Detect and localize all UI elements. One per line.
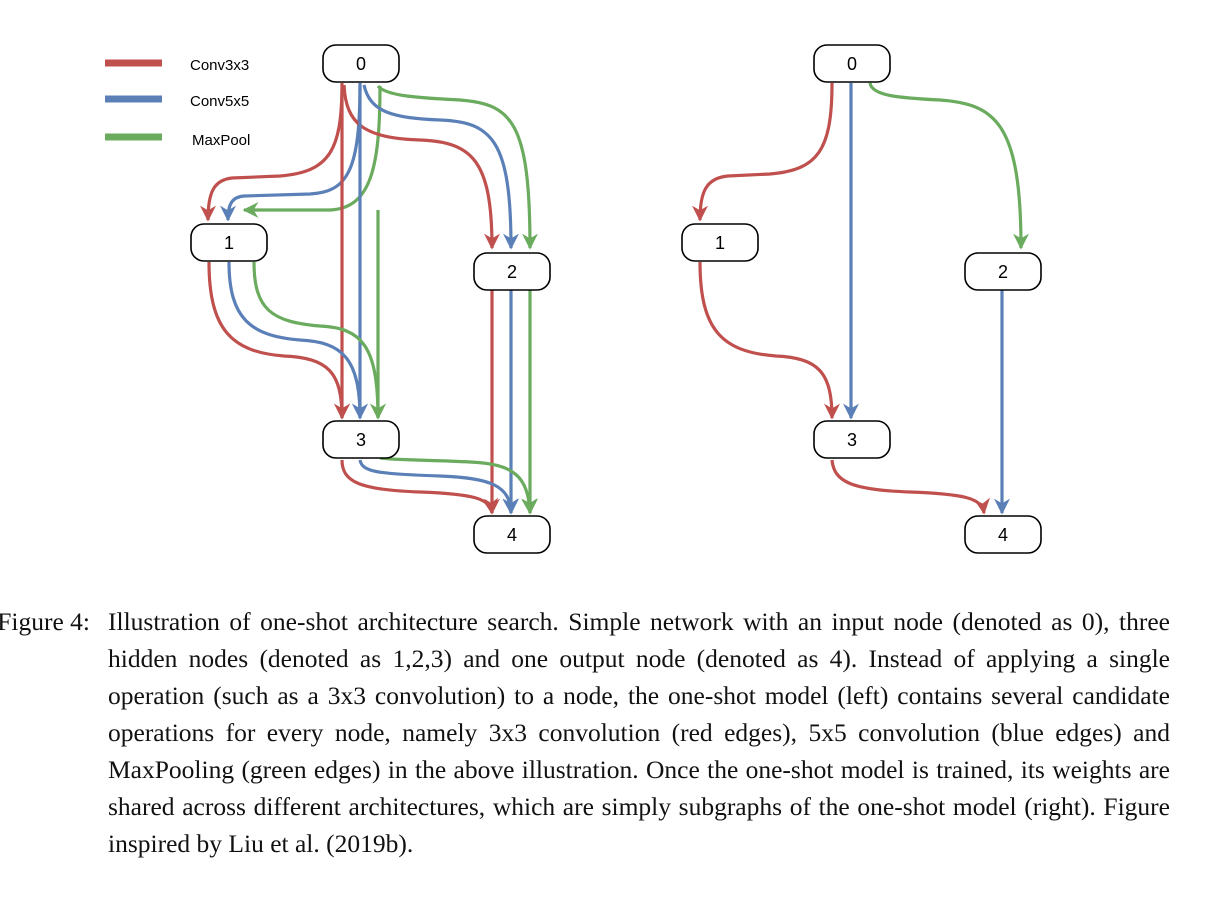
right-node-1: 1 (681, 223, 759, 262)
legend-item-conv3x3: Conv3x3 (105, 57, 249, 74)
edge-0-2-conv5x5 (362, 84, 519, 250)
edge-1-3-maxpool (252, 261, 386, 420)
left-node-4: 4 (473, 515, 551, 554)
caption-label: Figure 4: (0, 607, 90, 636)
right-node-0: 0 (813, 44, 891, 83)
svg-text:3: 3 (847, 430, 857, 450)
left-node-2: 2 (473, 252, 551, 291)
left-graph-nodes: 0 1 2 3 4 (190, 44, 551, 554)
left-graph-edges (200, 82, 538, 515)
figure-svg: Conv3x3 Conv5x5 MaxPool (105, 44, 1042, 554)
figure: Conv3x3 Conv5x5 MaxPool (105, 44, 1042, 554)
right-node-2: 2 (964, 252, 1042, 291)
svg-text:1: 1 (715, 233, 725, 253)
right-node-4: 4 (964, 515, 1042, 554)
edge-r-0-2-maxpool (868, 82, 1029, 250)
edge-r-3-4-conv3x3 (830, 459, 991, 515)
right-node-3: 3 (813, 420, 891, 459)
edge-r-0-1-conv3x3 (692, 82, 834, 222)
edge-1-3-conv3x3 (207, 261, 350, 420)
caption-text: Illustration of one-shot architecture se… (108, 607, 1170, 858)
legend: Conv3x3 Conv5x5 MaxPool (105, 57, 250, 149)
legend-label-conv5x5: Conv5x5 (190, 93, 249, 110)
left-node-0: 0 (322, 44, 400, 83)
right-graph-edges (692, 82, 1029, 515)
figure-caption: Figure 4: Illustration of one-shot archi… (0, 603, 1170, 862)
svg-text:3: 3 (356, 430, 366, 450)
edge-3-4-conv5x5 (358, 459, 519, 515)
left-node-1: 1 (190, 223, 268, 262)
legend-item-maxpool: MaxPool (105, 132, 250, 149)
edge-r-1-3-conv3x3 (698, 261, 840, 420)
svg-text:0: 0 (847, 54, 857, 74)
edge-0-1-maxpool (242, 85, 382, 218)
svg-text:4: 4 (507, 525, 517, 545)
edge-0-1-conv5x5 (220, 82, 362, 222)
right-graph-nodes: 0 1 2 3 4 (681, 44, 1042, 554)
legend-label-maxpool: MaxPool (192, 132, 250, 149)
legend-item-conv5x5: Conv5x5 (105, 93, 249, 110)
edge-3-4-conv3x3 (340, 459, 499, 515)
edge-0-1-conv3x3 (200, 82, 344, 222)
svg-text:2: 2 (507, 262, 517, 282)
svg-text:0: 0 (356, 54, 366, 74)
svg-text:2: 2 (998, 262, 1008, 282)
left-node-3: 3 (322, 420, 400, 459)
edge-0-2-conv3x3 (342, 84, 500, 250)
edge-0-2-maxpool (376, 84, 538, 250)
svg-text:1: 1 (224, 233, 234, 253)
edge-1-3-conv5x5 (227, 261, 368, 420)
edge-3-4-maxpool (379, 456, 538, 515)
svg-text:4: 4 (998, 525, 1008, 545)
legend-label-conv3x3: Conv3x3 (190, 57, 249, 74)
